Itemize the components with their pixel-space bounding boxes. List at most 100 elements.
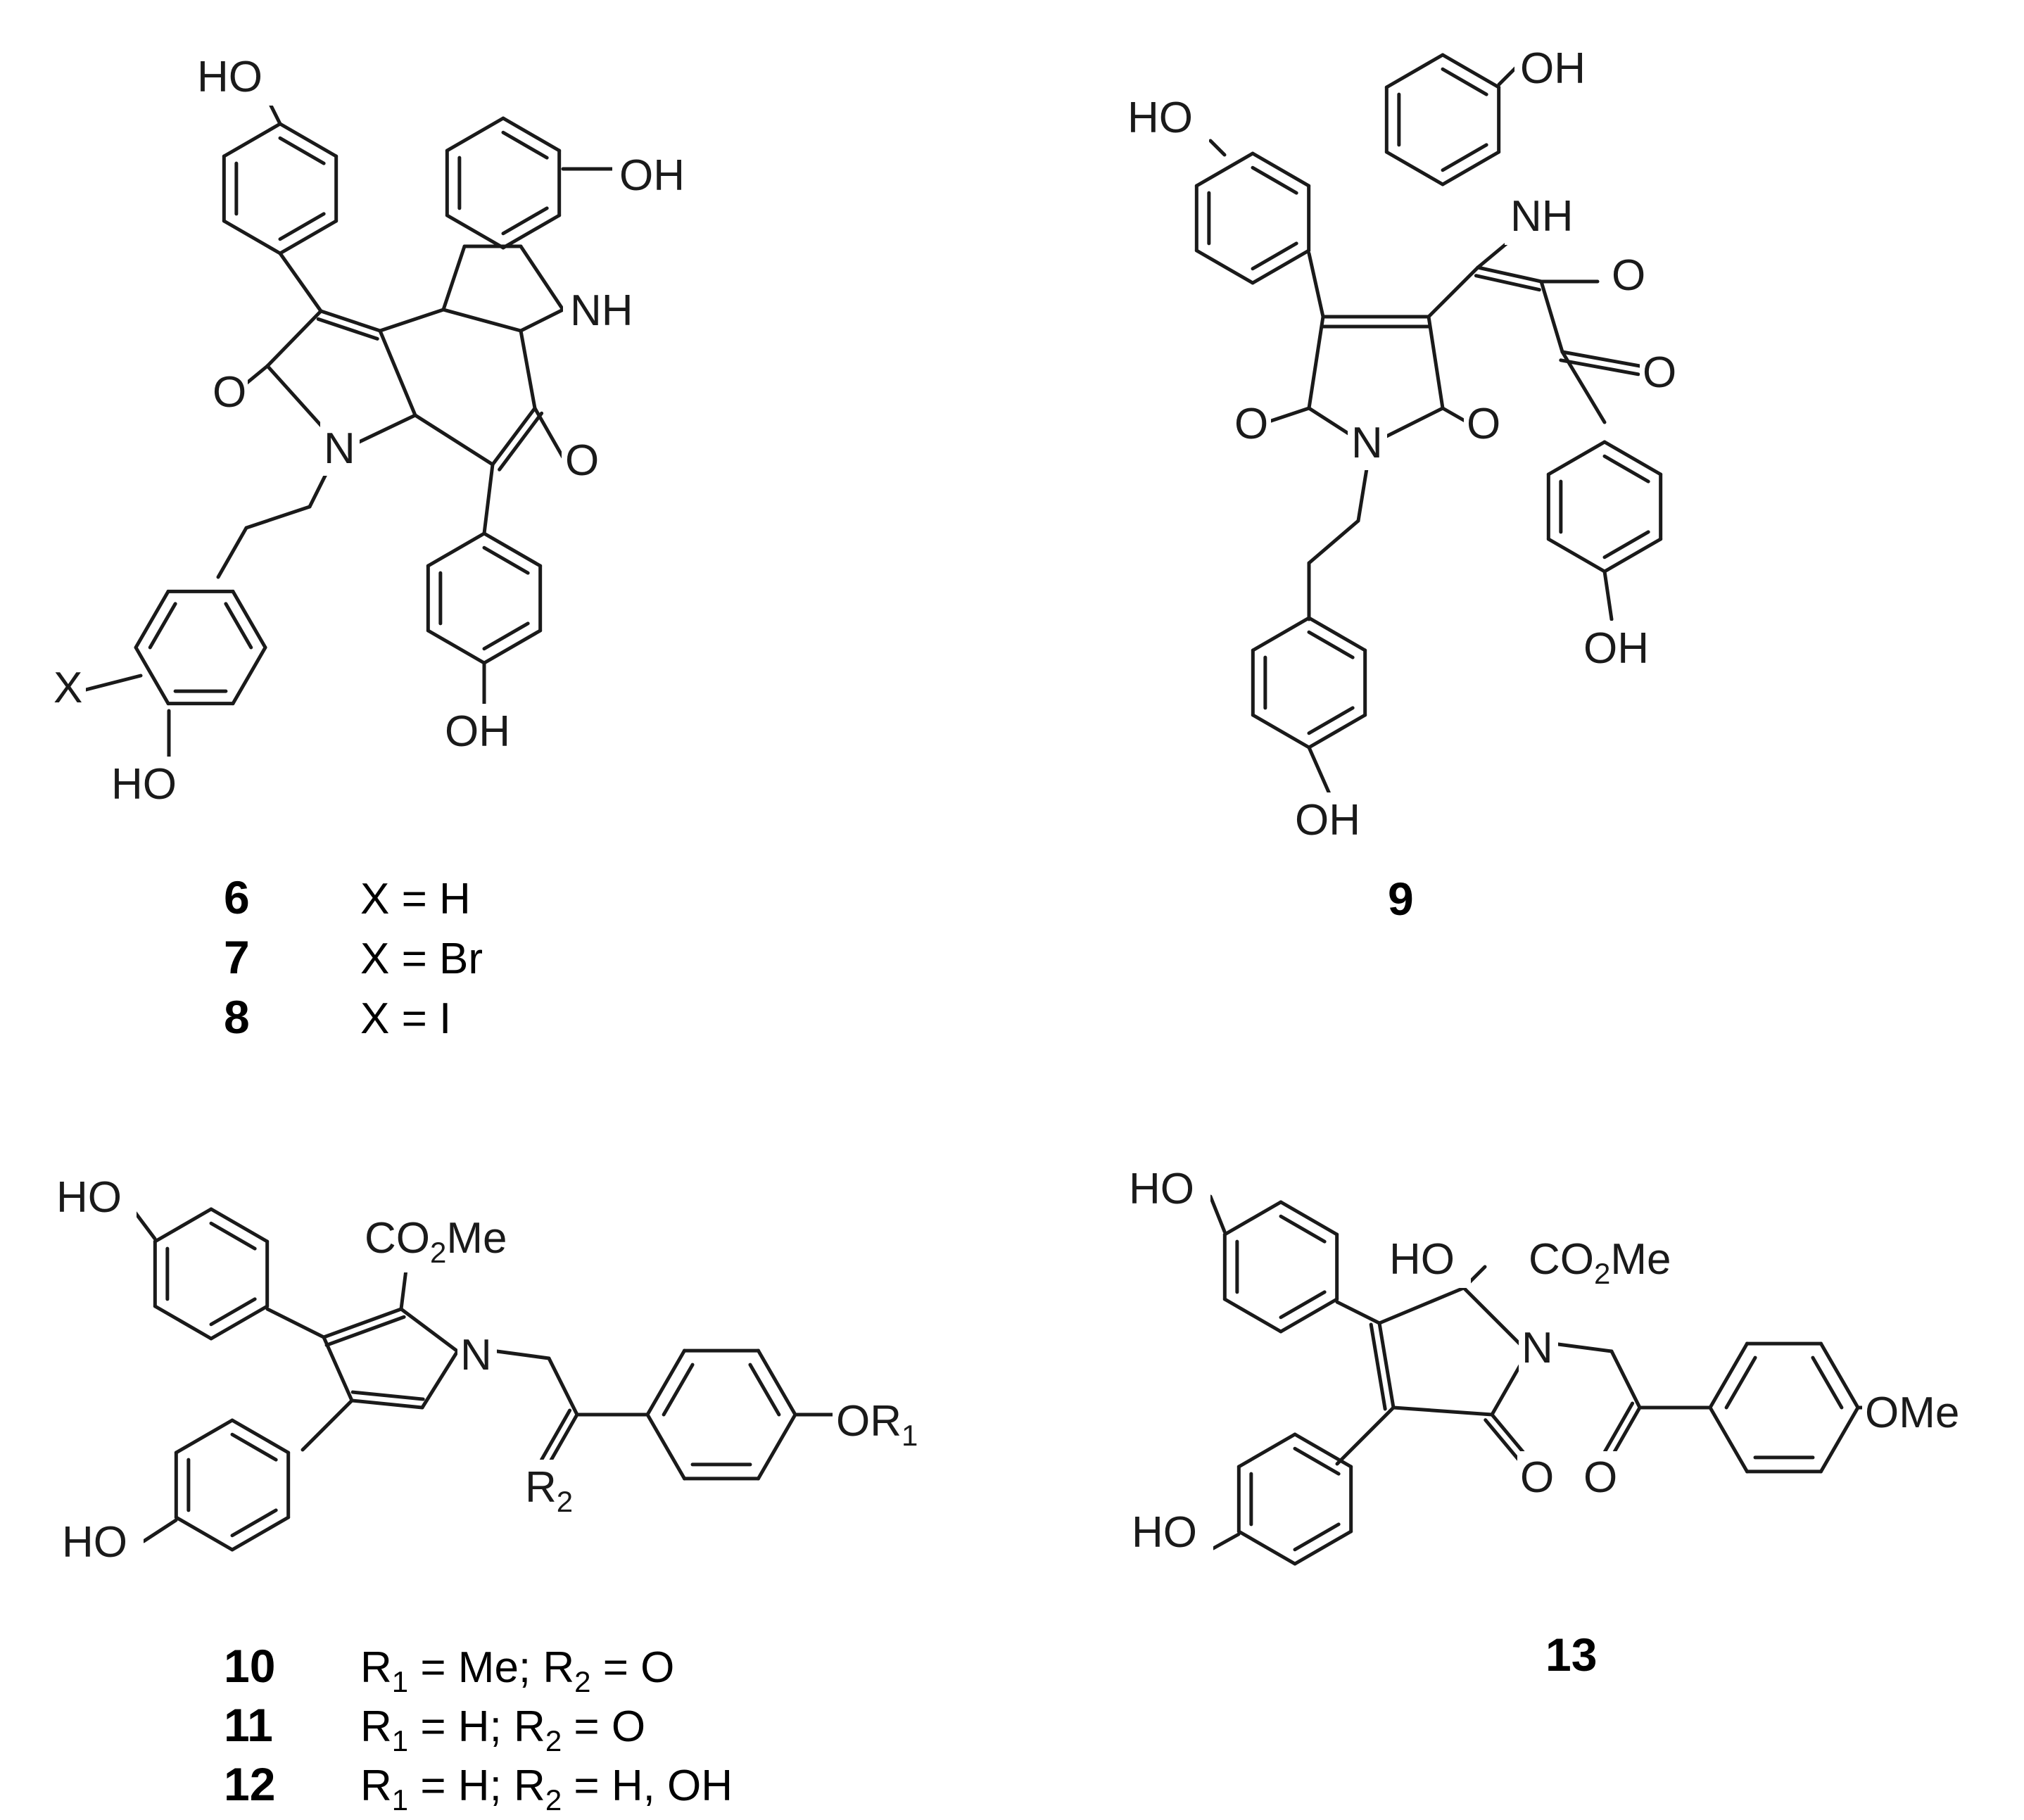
bond-line <box>482 462 495 536</box>
bond-line <box>1307 519 1360 565</box>
bond-line <box>230 1515 291 1552</box>
atom-label-or1: OR1 <box>836 1397 918 1452</box>
bond-line <box>1251 165 1298 195</box>
bond-line <box>230 1418 291 1455</box>
bond-line <box>445 213 505 250</box>
bond-line <box>153 1207 213 1244</box>
bond-line <box>1476 265 1543 284</box>
bond-line <box>265 309 323 368</box>
bond-line <box>1462 1286 1522 1346</box>
atom-label-co2me: CO2Me <box>365 1214 507 1269</box>
bond-line <box>547 1356 579 1417</box>
atom-label-r2: R2 <box>525 1463 573 1518</box>
bond-line <box>1560 350 1642 368</box>
bond-line <box>1377 1321 1396 1410</box>
bond-line <box>501 130 549 160</box>
bond-line <box>134 589 170 650</box>
bond-line <box>132 1208 157 1241</box>
atom-label-oh-indole: OH <box>619 151 685 200</box>
bond-line <box>1335 1405 1396 1466</box>
bond-line <box>547 1413 579 1466</box>
bond-line <box>153 1304 213 1341</box>
atom-label-ho: HO <box>1127 94 1193 142</box>
bond-line <box>1819 1405 1860 1474</box>
bond-line <box>1441 150 1501 187</box>
bond-line <box>445 116 505 153</box>
bond-line <box>278 212 326 241</box>
atom-label-o-ketone2: O <box>1643 348 1676 397</box>
compound-definition: R1 = Me; R2 = O <box>360 1643 674 1698</box>
bond-line <box>1307 706 1355 735</box>
atom-label-co2me: CO2Me <box>1529 1235 1671 1290</box>
atom-label-ho-hemiaminal: HO <box>1389 1235 1455 1284</box>
atom-label-oh-bottom: OH <box>1295 796 1360 845</box>
compound-definition: R1 = H; R2 = H, OH <box>360 1762 733 1816</box>
atom-label-ho-top: HO <box>56 1173 122 1222</box>
bond-line <box>1279 1214 1327 1244</box>
atom-label-n: N <box>324 424 355 473</box>
bond-line <box>1236 1529 1297 1566</box>
bond-line <box>222 219 282 255</box>
compound-definition: R1 = H; R2 = O <box>360 1702 645 1757</box>
bond-line <box>354 413 417 445</box>
bond-line <box>519 329 537 410</box>
compound-number: 8 <box>224 991 250 1043</box>
bond-line <box>1708 1405 1749 1474</box>
bond-line <box>322 1307 403 1339</box>
bond-line <box>1490 1363 1522 1417</box>
bond-line <box>482 545 530 575</box>
bond-line <box>1546 537 1607 574</box>
bond-line <box>1293 1529 1353 1566</box>
bond-line <box>1441 67 1488 96</box>
bond-line <box>1377 406 1445 442</box>
bond-line <box>1335 1300 1381 1325</box>
bond-line <box>482 531 543 568</box>
bond-line <box>413 413 495 467</box>
bond-line <box>1293 1432 1353 1469</box>
compound-definition: X = Br <box>360 935 483 983</box>
bond-line <box>441 308 523 333</box>
bond-line <box>1546 440 1607 476</box>
bond-line <box>209 1207 270 1244</box>
bond-line <box>278 136 326 165</box>
atom-label-ho-bottom: HO <box>62 1518 127 1567</box>
bond-line <box>278 251 323 313</box>
bond-line <box>1236 1432 1297 1469</box>
bond-line <box>1391 1405 1494 1417</box>
bond-line <box>1194 248 1255 285</box>
atom-label-o-lactam: O <box>1520 1453 1554 1502</box>
bond-line <box>84 674 143 692</box>
bond-line <box>265 1307 326 1339</box>
atom-label-ho-top: HO <box>1129 1165 1194 1213</box>
atom-label-o-ketone1: O <box>1612 251 1645 300</box>
bond-line <box>1427 265 1480 319</box>
bond-line <box>519 308 565 333</box>
bond-line <box>420 1349 460 1410</box>
bond-line <box>1441 406 1469 424</box>
bond-line <box>1384 53 1445 89</box>
bond-line <box>1307 745 1332 797</box>
atom-label-n: N <box>460 1331 492 1379</box>
bond-line <box>1251 713 1311 750</box>
bond-line <box>231 645 267 706</box>
bond-lines <box>84 53 1867 1566</box>
bond-line <box>1441 53 1501 89</box>
bond-line <box>148 602 177 650</box>
bond-line <box>1194 151 1255 188</box>
bond-line <box>1251 616 1311 652</box>
bond-line <box>645 1348 686 1417</box>
atom-label-oh-indole: OH <box>1520 44 1586 93</box>
bond-line <box>1484 1418 1523 1465</box>
bond-line <box>316 317 379 341</box>
bond-line <box>1602 569 1614 621</box>
bond-line <box>645 1413 686 1481</box>
bond-line <box>1708 1341 1749 1410</box>
atom-label-n: N <box>1351 419 1383 467</box>
atom-label-ho-bottom: HO <box>111 760 177 809</box>
bond-line <box>1819 1341 1860 1410</box>
bond-line <box>209 1297 257 1327</box>
atom-label-oh-phenol: OH <box>445 707 510 756</box>
bond-line <box>230 1432 278 1462</box>
atom-label-ho-top: HO <box>197 53 263 101</box>
